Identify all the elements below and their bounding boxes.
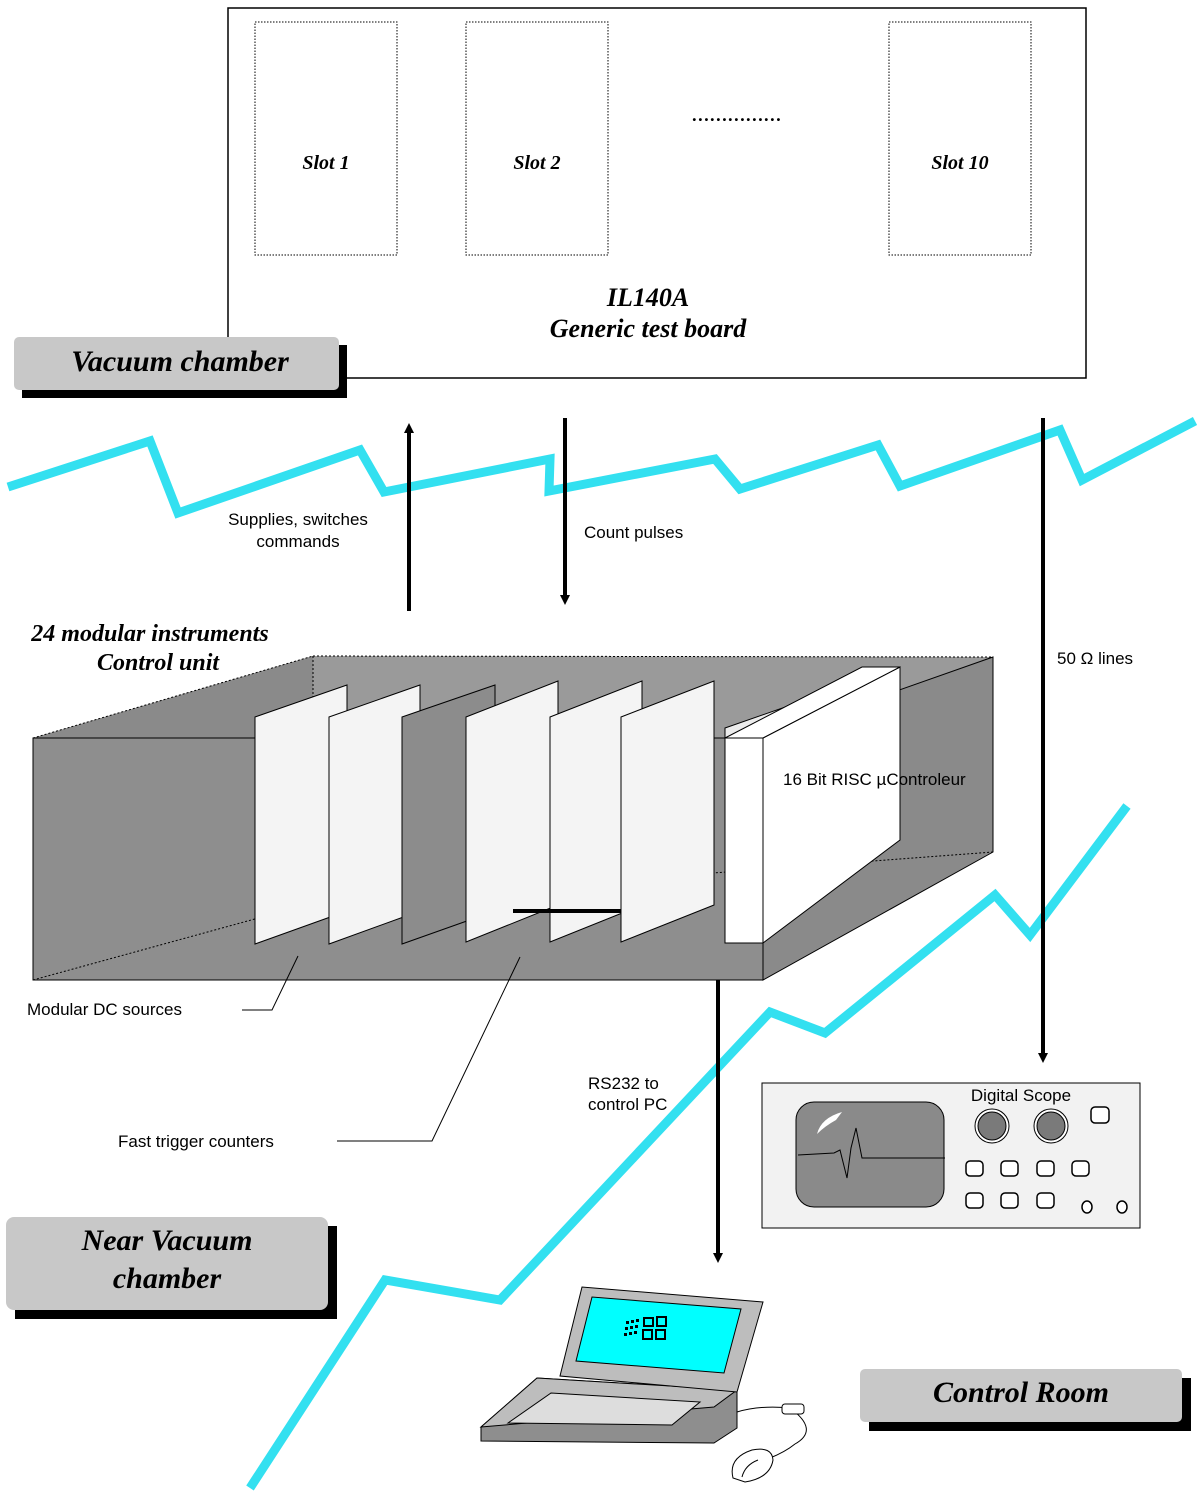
board-title: IL140A <box>606 283 689 312</box>
count-pulses-label: Count pulses <box>584 523 683 542</box>
scope-button <box>1000 1160 1019 1177</box>
near-vacuum-label-line1: Near Vacuum <box>81 1224 253 1257</box>
slot-ellipsis: …………… <box>692 105 782 125</box>
risc-controller-module: 16 Bit RISC µControleur <box>724 666 966 945</box>
dc-sources-label: Modular DC sources <box>27 1000 182 1019</box>
slot-10-label: Slot 10 <box>931 152 988 174</box>
control-room-badge: Control Room <box>860 1369 1191 1431</box>
scope-button <box>965 1192 984 1209</box>
control-unit-rack: 24 modular instruments Control unit <box>27 621 994 1151</box>
scope-connector-icon <box>1081 1200 1093 1214</box>
scope-label: Digital Scope <box>971 1086 1071 1105</box>
board-subtitle: Generic test board <box>550 314 747 343</box>
supplies-label-line1: Supplies, switches <box>228 510 368 529</box>
near-vacuum-label-line2: chamber <box>113 1262 222 1295</box>
risc-controller-label: 16 Bit RISC µControleur <box>783 770 966 789</box>
digital-scope: Digital Scope <box>761 1082 1141 1229</box>
slot-2-label: Slot 2 <box>513 152 560 174</box>
vacuum-chamber-badge: Vacuum chamber <box>14 337 347 398</box>
control-unit-title-line1: 24 modular instruments <box>30 621 268 647</box>
supplies-label-line2: commands <box>256 532 339 551</box>
trigger-counters-label: Fast trigger counters <box>118 1132 274 1151</box>
scope-knob-right-icon <box>1036 1111 1066 1141</box>
control-room-label: Control Room <box>933 1376 1109 1409</box>
near-vacuum-badge: Near Vacuum chamber <box>6 1217 337 1319</box>
scope-button <box>1090 1106 1110 1124</box>
control-room-boundary-line <box>246 803 1131 1491</box>
scope-connector-icon <box>1116 1200 1128 1214</box>
rs232-label-line1: RS232 to <box>588 1074 659 1093</box>
slot-1-box <box>254 21 398 256</box>
scope-button <box>1036 1192 1055 1209</box>
control-pc-laptop <box>479 1286 807 1483</box>
windows-logo-icon <box>624 1316 667 1340</box>
scope-button <box>1036 1160 1055 1177</box>
mouse-icon <box>731 1448 774 1483</box>
generic-test-board: Slot 1 Slot 2 Slot 10 …………… IL140A Gener… <box>227 7 1087 379</box>
scope-button <box>1000 1192 1019 1209</box>
scope-button <box>965 1160 984 1177</box>
fifty-ohm-label: 50 Ω lines <box>1057 649 1133 668</box>
rs232-label-line2: control PC <box>588 1095 667 1114</box>
vacuum-chamber-label: Vacuum chamber <box>71 345 289 378</box>
control-unit-title-line2: Control unit <box>97 650 220 676</box>
slot-2-box <box>465 21 609 256</box>
scope-screen <box>795 1101 945 1208</box>
module-card-6 <box>620 680 715 943</box>
scope-button <box>1071 1160 1090 1177</box>
vacuum-boundary-line <box>6 417 1198 519</box>
scope-knob-left-icon <box>977 1111 1007 1141</box>
slot-10-box <box>888 21 1032 256</box>
module-card-4 <box>465 680 559 943</box>
slot-1-label: Slot 1 <box>302 152 349 174</box>
